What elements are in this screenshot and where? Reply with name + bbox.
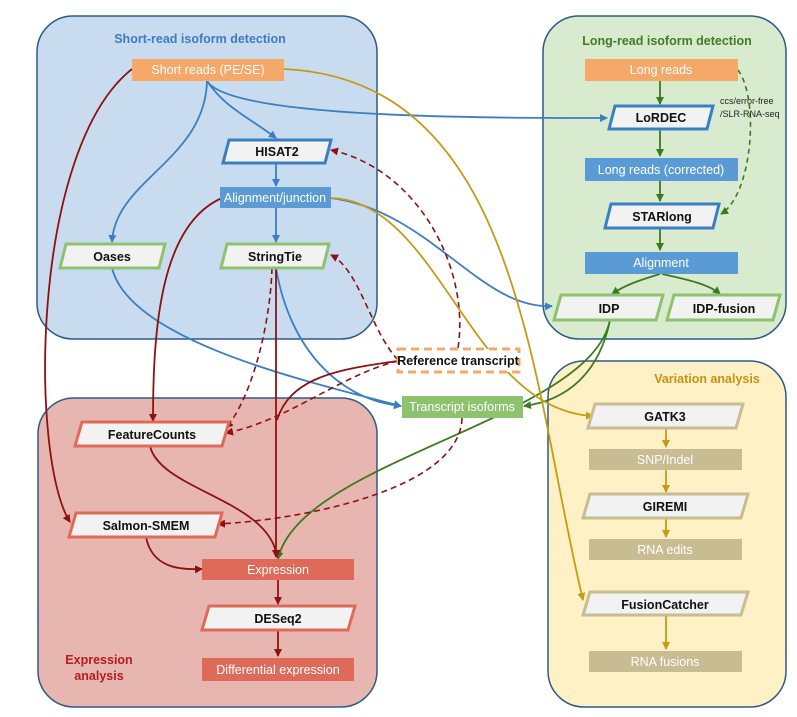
node-fusioncatcher xyxy=(580,590,751,617)
arrow-short-reads-to-fusioncatcher xyxy=(283,68,586,601)
node-rna-edits-label: RNA edits xyxy=(637,543,693,557)
arrow-short-reads-to-lordec xyxy=(206,80,608,122)
node-transcript-isoforms-label: Transcript isoforms xyxy=(409,400,515,414)
node-stringtie xyxy=(219,242,331,270)
panel-title-long-read: Long-read isoform detection xyxy=(582,34,751,48)
node-short-reads-label: Short reads (PE/SE) xyxy=(151,63,264,77)
node-rna-fusions xyxy=(589,651,742,672)
arrow-stringtie-to-transcript-isoforms xyxy=(275,267,402,410)
node-reference-transcript-label: Reference transcript xyxy=(397,354,519,368)
node-lordec-label: LoRDEC xyxy=(636,111,687,125)
arrow-alignment-to-idp-fusion xyxy=(661,273,721,295)
arrow-reference-to-stringtie-dashed xyxy=(330,254,399,361)
node-starlong xyxy=(603,202,721,230)
node-alignment xyxy=(585,252,738,274)
panel-title-variation: Variation analysis xyxy=(654,372,760,386)
node-snp-indel-label: SNP/Indel xyxy=(637,453,693,467)
arrow-featurecounts-to-expression xyxy=(149,445,281,558)
arrow-short-reads-to-oases xyxy=(108,80,208,243)
node-long-reads xyxy=(585,59,738,81)
arrow-short-reads-to-salmon xyxy=(44,68,133,523)
node-oases-label: Oases xyxy=(93,250,131,264)
node-hisat2 xyxy=(221,138,333,165)
node-reference-transcript xyxy=(396,347,521,374)
arrow-alignment-to-featurecounts xyxy=(149,197,223,422)
node-alignment-junction xyxy=(220,187,331,208)
node-oases xyxy=(58,242,167,270)
note-ccs-line2: /SLR-RNA-seq xyxy=(720,109,780,119)
node-gatk3-label: GATK3 xyxy=(644,410,685,424)
node-lordec xyxy=(607,104,715,131)
node-salmon-smem xyxy=(67,511,224,539)
node-salmon-smem-label: Salmon-SMEM xyxy=(103,519,190,533)
node-idp-fusion-label: IDP-fusion xyxy=(693,302,756,316)
arrow-salmon-to-expression xyxy=(145,536,203,574)
arrow-stringtie-to-featurecounts-dashed xyxy=(225,267,273,429)
arrow-short-reads-to-hisat2 xyxy=(206,80,277,139)
node-hisat2-label: HISAT2 xyxy=(255,145,299,159)
arrow-reference-to-salmon-solid xyxy=(276,360,399,421)
node-snp-indel xyxy=(589,449,742,470)
node-differential-expression-label: Differential expression xyxy=(216,663,339,677)
node-stringtie-label: StringTie xyxy=(248,250,302,264)
node-featurecounts xyxy=(73,420,231,448)
arrow-alignment-to-idp-green xyxy=(611,273,661,295)
arrow-oases-to-transcript-isoforms xyxy=(111,267,402,409)
node-long-reads-label: Long reads xyxy=(630,63,693,77)
node-idp xyxy=(552,293,665,322)
node-deseq2 xyxy=(200,604,357,632)
node-long-reads-corrected xyxy=(585,158,738,181)
node-gatk3 xyxy=(586,402,745,430)
node-long-reads-corrected-label: Long reads (corrected) xyxy=(598,163,724,177)
node-featurecounts-label: FeatureCounts xyxy=(108,428,196,442)
arrow-reference-to-featurecounts-dashed xyxy=(225,360,399,436)
node-rna-edits xyxy=(589,539,742,560)
node-rna-fusions-label: RNA fusions xyxy=(631,655,700,669)
note-ccs-line1: ccs/error-free xyxy=(720,96,774,106)
node-starlong-label: STARlong xyxy=(632,210,691,224)
panel-title-short-read: Short-read isoform detection xyxy=(114,32,286,46)
node-alignment-junction-label: Alignment/junction xyxy=(224,191,326,205)
node-short-reads xyxy=(132,59,284,81)
arrow-reference-to-hisat2-dashed xyxy=(330,147,461,349)
arrow-idp-to-transcript-isoforms xyxy=(523,319,611,410)
node-expression xyxy=(202,559,354,580)
node-giremi-label: GIREMI xyxy=(643,500,687,514)
node-fusioncatcher-label: FusionCatcher xyxy=(621,598,709,612)
node-idp-label: IDP xyxy=(599,302,620,316)
node-differential-expression xyxy=(202,658,354,681)
arrow-idp-to-expression xyxy=(275,319,611,560)
node-deseq2-label: DESeq2 xyxy=(254,612,301,626)
node-alignment-label: Alignment xyxy=(633,256,689,270)
node-expression-label: Expression xyxy=(247,563,309,577)
panel-title-expression-2: analysis xyxy=(74,669,123,683)
node-transcript-isoforms xyxy=(402,396,523,418)
arrow-alignment-to-gatk3 xyxy=(329,197,594,420)
panel-title-expression-1: Expression xyxy=(65,653,132,667)
node-giremi xyxy=(581,492,750,520)
node-idp-fusion xyxy=(665,293,782,322)
